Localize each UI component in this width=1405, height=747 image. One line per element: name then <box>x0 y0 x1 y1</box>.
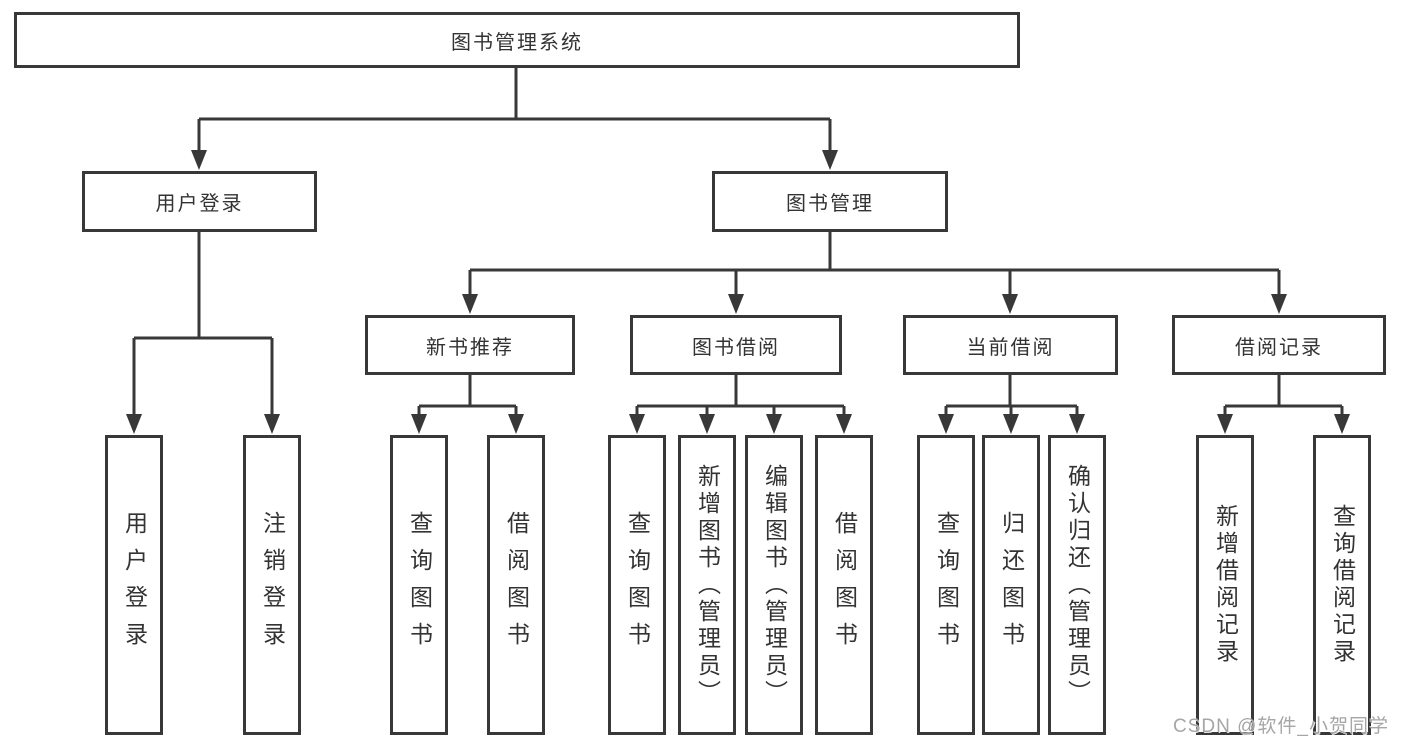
leaf-logout-label: 注销登录 <box>259 511 286 659</box>
leaf-query-borrow-record: 查询借阅记录 <box>1313 435 1371 735</box>
leaf-logout: 注销登录 <box>243 435 301 735</box>
leaf-edit-books-admin-label: 编辑图书（管理员） <box>761 463 788 707</box>
branch-book-borrowing: 图书借阅 <box>630 315 842 375</box>
leaf-query-books-newbooks: 查询图书 <box>390 435 448 735</box>
leaf-query-books-borrowing-label: 查询图书 <box>624 511 651 659</box>
leaf-add-borrow-record-label: 新增借阅记录 <box>1212 504 1239 666</box>
leaf-borrow-books-newbooks: 借阅图书 <box>487 435 545 735</box>
watermark: CSDN @软件_小贺同学 <box>1173 716 1389 737</box>
leaf-borrow-books-borrowing: 借阅图书 <box>815 435 873 735</box>
leaf-borrow-books-borrowing-label: 借阅图书 <box>831 511 858 659</box>
leaf-user-login: 用户登录 <box>105 435 163 735</box>
leaf-confirm-return-admin: 确认归还（管理员） <box>1048 435 1106 735</box>
leaf-return-books-label: 归还图书 <box>998 511 1025 659</box>
leaf-user-login-label: 用户登录 <box>121 511 148 659</box>
leaf-add-books-admin-label: 新增图书（管理员） <box>694 463 721 707</box>
leaf-query-books-newbooks-label: 查询图书 <box>406 511 433 659</box>
leaf-query-books-current: 查询图书 <box>917 435 975 735</box>
leaf-return-books: 归还图书 <box>982 435 1040 735</box>
leaf-query-borrow-record-label: 查询借阅记录 <box>1329 504 1356 666</box>
leaf-query-books-current-label: 查询图书 <box>933 511 960 659</box>
root-box-library-system: 图书管理系统 <box>14 12 1020 68</box>
branch-new-book-recommend: 新书推荐 <box>365 315 575 375</box>
branch-user-login: 用户登录 <box>82 171 317 232</box>
leaf-borrow-books-newbooks-label: 借阅图书 <box>503 511 530 659</box>
leaf-edit-books-admin: 编辑图书（管理员） <box>745 435 803 735</box>
leaf-add-books-admin: 新增图书（管理员） <box>678 435 736 735</box>
leaf-query-books-borrowing: 查询图书 <box>608 435 666 735</box>
leaf-confirm-return-admin-label: 确认归还（管理员） <box>1064 463 1091 707</box>
branch-book-management: 图书管理 <box>712 171 948 232</box>
branch-current-borrowing: 当前借阅 <box>903 315 1118 375</box>
branch-borrow-records: 借阅记录 <box>1172 315 1386 375</box>
leaf-add-borrow-record: 新增借阅记录 <box>1196 435 1254 735</box>
